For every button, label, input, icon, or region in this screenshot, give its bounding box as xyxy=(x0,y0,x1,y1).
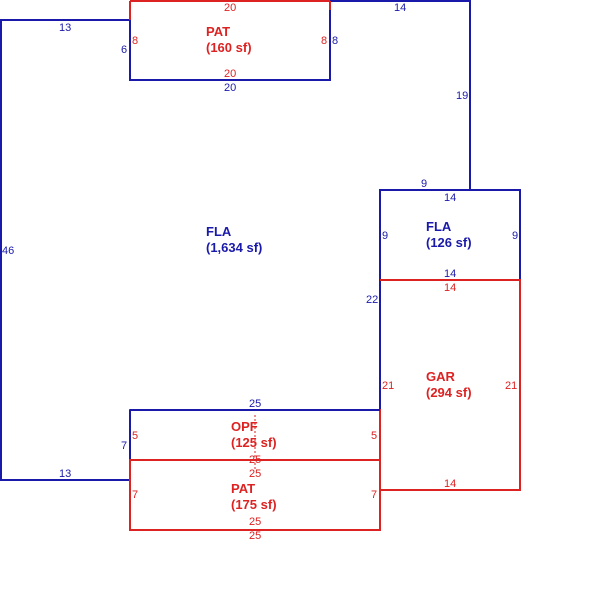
opf-area: (125 sf) xyxy=(231,435,277,450)
gar-outline xyxy=(380,279,521,491)
dim-pat-bottom-left: 7 xyxy=(132,489,138,501)
dim-pat-top-top: 20 xyxy=(224,2,236,14)
dim-pat-bottom-bottom-outer: 25 xyxy=(249,530,261,542)
dim-opf-right: 5 xyxy=(371,430,377,442)
gar-area: (294 sf) xyxy=(426,385,472,400)
dim-pat-top-bottom-inner: 20 xyxy=(224,68,236,80)
dim-main-top-left: 13 xyxy=(59,22,71,34)
dim-main-step-top: 9 xyxy=(421,178,427,190)
dim-main-right-upper: 19 xyxy=(456,90,468,102)
dim-main-left: 46 xyxy=(2,245,14,257)
gar-code: GAR xyxy=(426,369,456,384)
fla-main-area: (1,634 sf) xyxy=(206,240,262,255)
pat-top-area: (160 sf) xyxy=(206,40,252,55)
dim-pat-bottom-top: 25 xyxy=(249,468,261,480)
dim-main-notch-upper: 6 xyxy=(121,44,127,56)
dim-fla-small-left: 9 xyxy=(382,230,388,242)
fla-main-code: FLA xyxy=(206,224,232,239)
pat-bottom-code: PAT xyxy=(231,481,255,496)
dim-main-bottom-left: 13 xyxy=(59,468,71,480)
dim-pat-top-right: 8 xyxy=(321,35,327,47)
dim-main-step-side: 22 xyxy=(366,294,378,306)
dim-fla-small-right: 9 xyxy=(512,230,518,242)
dim-pat-top-left: 8 xyxy=(132,35,138,47)
dim-gar-bottom: 14 xyxy=(444,478,456,490)
dim-main-top-right: 14 xyxy=(394,2,406,14)
dim-pat-bottom-bottom-inner: 25 xyxy=(249,516,261,528)
pat-bottom-outline xyxy=(129,459,381,531)
dim-fla-small-top: 14 xyxy=(444,192,456,204)
dim-gar-left: 21 xyxy=(382,380,394,392)
dim-fla-small-bottom: 14 xyxy=(444,268,456,280)
dim-gar-top: 14 xyxy=(444,282,456,294)
dim-opf-left: 5 xyxy=(132,430,138,442)
dim-pat-top-right-outer: 8 xyxy=(332,35,338,47)
pat-top-code: PAT xyxy=(206,24,230,39)
pat-bottom-area: (175 sf) xyxy=(231,497,277,512)
dim-pat-top-bottom-outer: 20 xyxy=(224,82,236,94)
opf-code: OPF xyxy=(231,419,258,434)
fla-small-area: (126 sf) xyxy=(426,235,472,250)
dim-pat-bottom-right: 7 xyxy=(371,489,377,501)
dim-main-left-notch: 7 xyxy=(121,440,127,452)
dim-opf-bottom: 25 xyxy=(249,454,261,466)
fla-small-code: FLA xyxy=(426,219,452,234)
dim-main-bottom-mid: 25 xyxy=(249,398,261,410)
dim-gar-right: 21 xyxy=(505,380,517,392)
